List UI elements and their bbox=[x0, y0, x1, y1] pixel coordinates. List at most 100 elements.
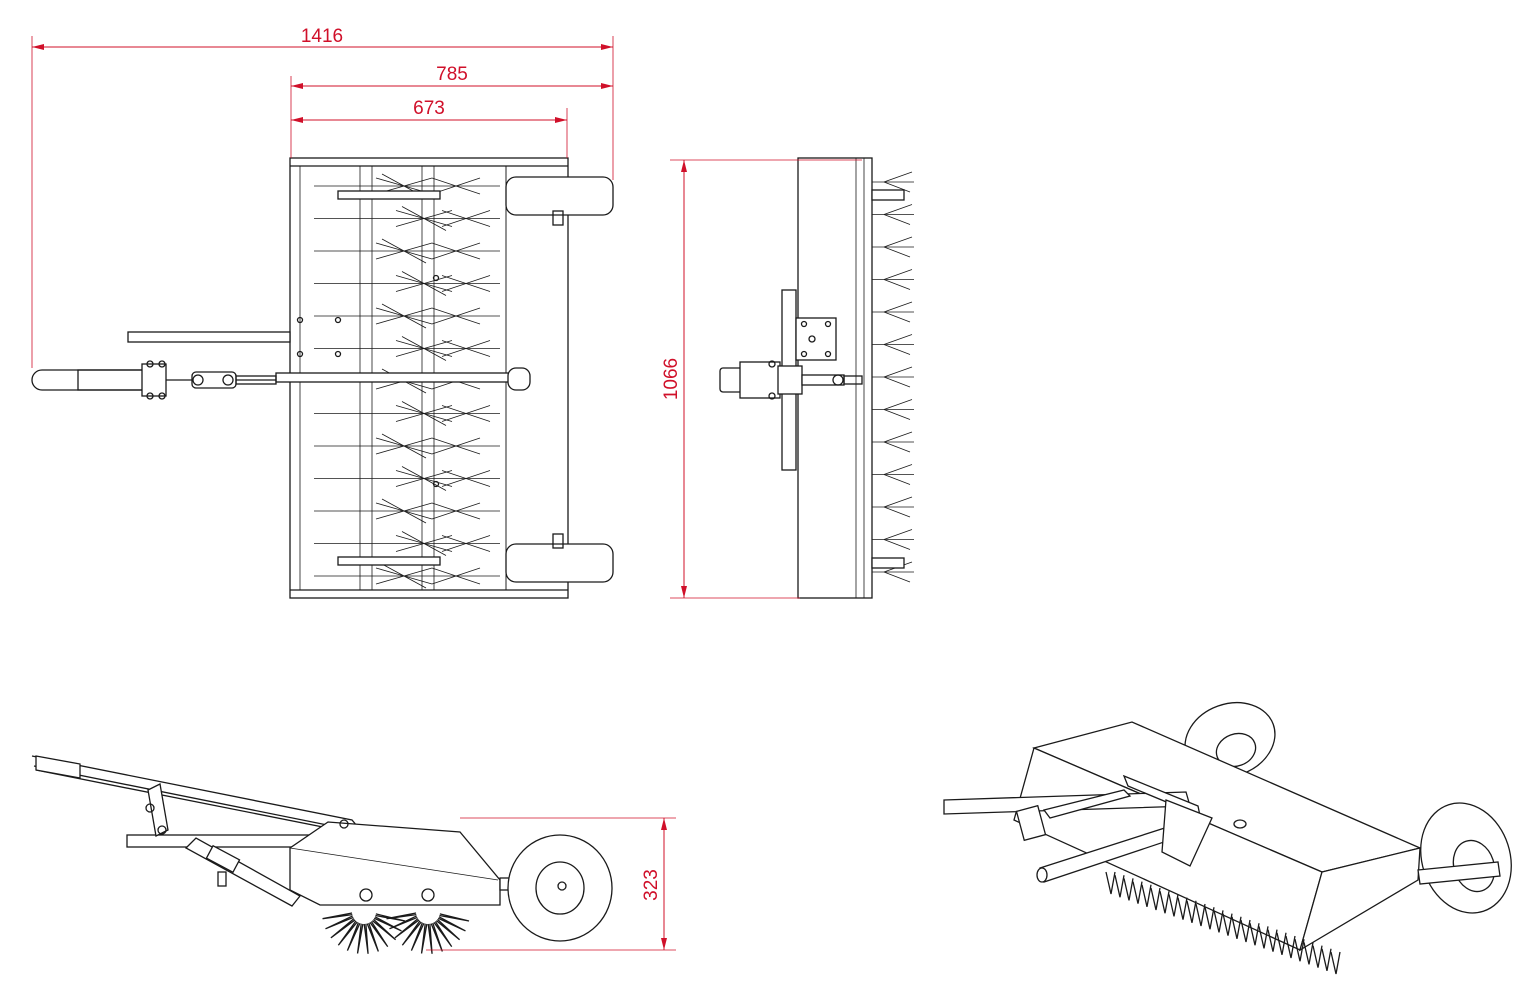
tine bbox=[403, 315, 433, 325]
dim-height: 323 bbox=[641, 869, 662, 901]
tine bbox=[395, 405, 425, 414]
tine bbox=[465, 283, 491, 292]
tine bbox=[883, 431, 913, 443]
tine bbox=[883, 334, 913, 345]
tine bbox=[883, 171, 913, 183]
spike bbox=[1258, 926, 1269, 949]
tine bbox=[431, 445, 457, 455]
tine bbox=[431, 510, 457, 520]
tine bbox=[403, 250, 427, 264]
tine bbox=[441, 478, 467, 487]
spike bbox=[1285, 935, 1296, 959]
tine bbox=[883, 301, 913, 313]
tine bbox=[883, 441, 911, 453]
tine bbox=[403, 437, 433, 447]
tine bbox=[403, 445, 433, 455]
tine bbox=[465, 543, 491, 552]
spike bbox=[369, 921, 389, 948]
front-view bbox=[719, 157, 914, 599]
tine bbox=[455, 242, 481, 252]
tine bbox=[465, 348, 491, 357]
tine bbox=[883, 399, 913, 410]
tine bbox=[455, 437, 481, 447]
tine bbox=[441, 210, 467, 219]
tine bbox=[431, 575, 457, 585]
tine bbox=[395, 478, 425, 487]
tine bbox=[375, 242, 405, 252]
spike bbox=[1303, 942, 1314, 965]
tine bbox=[423, 218, 453, 227]
tine bbox=[455, 502, 481, 512]
tine bbox=[883, 344, 911, 355]
tine bbox=[441, 470, 467, 479]
tine bbox=[403, 510, 433, 520]
spike bbox=[420, 923, 428, 954]
spike bbox=[371, 918, 397, 941]
spike bbox=[1186, 900, 1197, 923]
spike bbox=[1132, 881, 1143, 904]
tine bbox=[431, 307, 457, 317]
tine bbox=[465, 340, 491, 349]
tine bbox=[883, 464, 913, 475]
tine bbox=[423, 405, 453, 414]
spike bbox=[366, 922, 379, 952]
tine bbox=[441, 405, 467, 414]
tine bbox=[883, 366, 913, 378]
tine bbox=[381, 433, 405, 447]
tine bbox=[403, 307, 433, 317]
spike bbox=[433, 921, 453, 948]
spike bbox=[1240, 919, 1251, 943]
tine bbox=[431, 177, 457, 187]
chain-top bbox=[337, 190, 441, 200]
tine bbox=[465, 210, 491, 219]
tine bbox=[883, 496, 913, 508]
tine bbox=[423, 535, 453, 544]
tine bbox=[883, 529, 913, 540]
spike bbox=[430, 922, 443, 952]
chain-bottom bbox=[337, 556, 441, 566]
spike bbox=[1159, 891, 1170, 914]
spike bbox=[1249, 923, 1260, 946]
side-spikes bbox=[322, 912, 470, 954]
tine bbox=[401, 466, 425, 479]
tine bbox=[441, 340, 467, 349]
tine bbox=[375, 445, 405, 455]
tine bbox=[395, 413, 425, 422]
tine bbox=[375, 250, 405, 260]
spike bbox=[401, 920, 422, 946]
tine bbox=[395, 470, 425, 479]
spike bbox=[435, 918, 461, 941]
tine bbox=[403, 380, 427, 394]
tine bbox=[455, 250, 481, 260]
tine bbox=[883, 204, 913, 215]
spike bbox=[1222, 913, 1233, 936]
tine bbox=[423, 283, 453, 292]
spike bbox=[373, 916, 402, 932]
wheel-top bbox=[505, 176, 614, 216]
tine bbox=[455, 510, 481, 520]
tine bbox=[431, 437, 457, 447]
tine bbox=[395, 348, 425, 357]
tine bbox=[465, 405, 491, 414]
spike bbox=[1168, 894, 1179, 917]
spike bbox=[1213, 910, 1224, 933]
tine bbox=[423, 543, 447, 556]
spike bbox=[439, 913, 470, 922]
tine bbox=[381, 173, 405, 187]
tine bbox=[883, 279, 911, 290]
tine bbox=[381, 238, 405, 252]
tine bbox=[375, 437, 405, 447]
tine bbox=[431, 567, 457, 577]
tine bbox=[423, 348, 453, 357]
tine bbox=[441, 535, 467, 544]
tine bbox=[441, 275, 467, 284]
tine bbox=[465, 275, 491, 284]
tine bbox=[455, 315, 481, 325]
dim-frame-width-outer: 785 bbox=[436, 64, 468, 85]
tine bbox=[381, 303, 405, 317]
tine bbox=[883, 311, 911, 323]
tine bbox=[403, 567, 433, 577]
tine bbox=[401, 336, 425, 349]
tine bbox=[455, 575, 481, 585]
spike bbox=[1150, 887, 1161, 911]
